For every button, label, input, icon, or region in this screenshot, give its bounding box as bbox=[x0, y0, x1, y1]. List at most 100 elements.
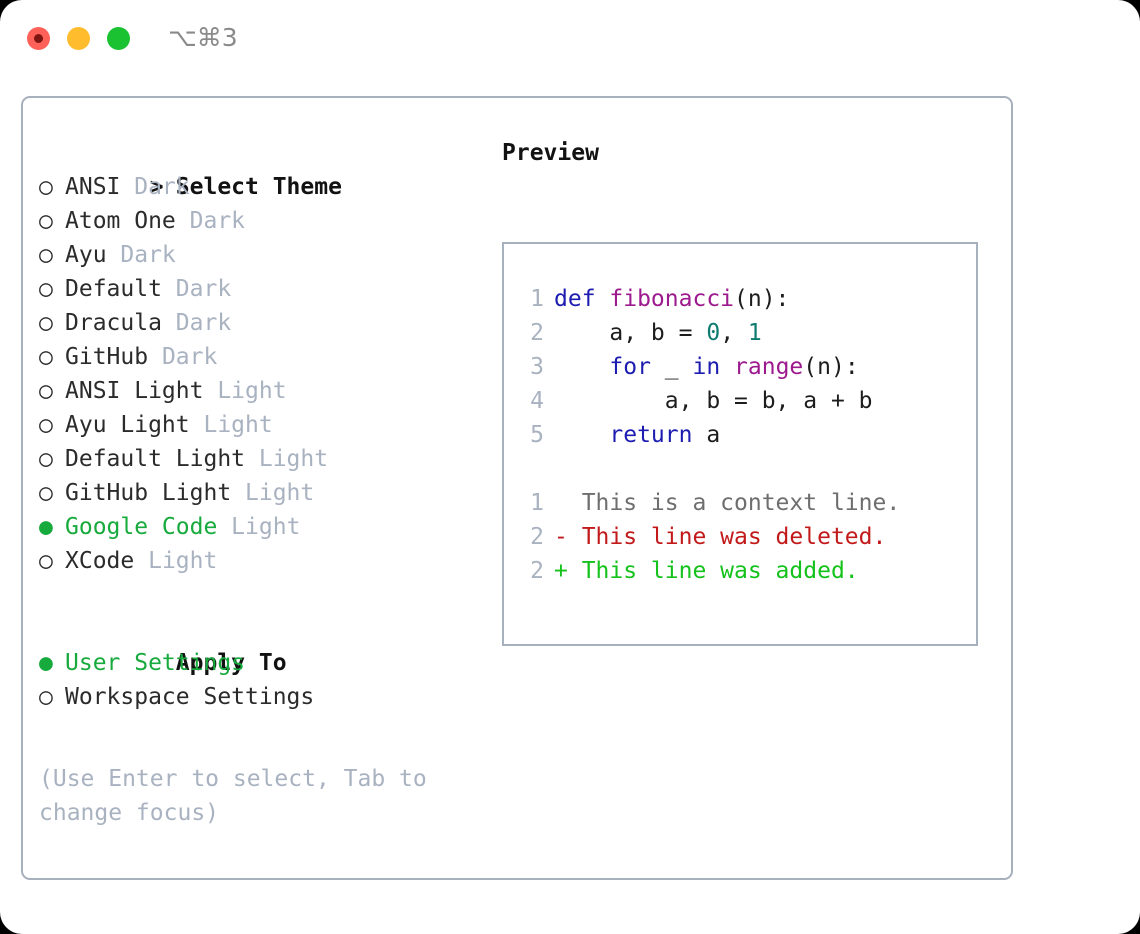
theme-option-ansi[interactable]: ○ ANSI Dark bbox=[39, 170, 494, 204]
apply-to-option-user-settings[interactable]: ● User Settings bbox=[39, 646, 494, 680]
line-number: 2 bbox=[530, 524, 544, 550]
radio-unselected-icon: ○ bbox=[39, 378, 67, 404]
theme-option-label: ANSI Light bbox=[65, 378, 204, 404]
theme-variant-badge: Light bbox=[245, 446, 329, 472]
radio-unselected-icon: ○ bbox=[39, 548, 67, 574]
theme-option-label: Dracula bbox=[65, 310, 162, 336]
radio-unselected-icon: ○ bbox=[39, 242, 67, 268]
code-token: def bbox=[554, 286, 610, 312]
code-token: 0 bbox=[706, 320, 721, 346]
theme-variant-badge: Dark bbox=[161, 310, 232, 336]
title-bar: ⌥⌘3 bbox=[0, 0, 1140, 78]
theme-variant-badge: Light bbox=[134, 548, 218, 574]
theme-option-label: GitHub Light bbox=[65, 480, 232, 506]
line-number: 4 bbox=[530, 388, 544, 414]
theme-option-xcode[interactable]: ○ XCode Light bbox=[39, 544, 494, 578]
code-token: a, b = bbox=[554, 320, 707, 346]
theme-option-label: GitHub bbox=[65, 344, 149, 370]
preview-title: Preview bbox=[502, 140, 599, 166]
theme-option-dracula[interactable]: ○ Dracula Dark bbox=[39, 306, 494, 340]
code-token: (n): bbox=[803, 354, 859, 380]
theme-option-label: Ayu bbox=[65, 242, 107, 268]
keyboard-shortcut-label: ⌥⌘3 bbox=[168, 23, 238, 52]
radio-unselected-icon: ○ bbox=[39, 174, 67, 200]
apply-to-option-label: User Settings bbox=[65, 650, 246, 676]
theme-option-default-light[interactable]: ○ Default Light Light bbox=[39, 442, 494, 476]
theme-option-label: Default bbox=[65, 276, 162, 302]
theme-option-github-light[interactable]: ○ GitHub Light Light bbox=[39, 476, 494, 510]
code-token: , bbox=[720, 320, 748, 346]
code-token: 1 bbox=[747, 320, 762, 346]
theme-option-atom-one[interactable]: ○ Atom One Dark bbox=[39, 204, 494, 238]
maximize-button[interactable] bbox=[107, 27, 130, 50]
code-token: in bbox=[692, 354, 735, 380]
prompt-caret-icon: > bbox=[149, 174, 178, 200]
code-token: for bbox=[554, 354, 665, 380]
theme-option-label: ANSI bbox=[65, 174, 121, 200]
theme-variant-badge: Light bbox=[203, 378, 287, 404]
code-gap bbox=[518, 452, 970, 486]
theme-option-github[interactable]: ○ GitHub Dark bbox=[39, 340, 494, 374]
radio-unselected-icon: ○ bbox=[39, 344, 67, 370]
line-number: 2 bbox=[530, 558, 544, 584]
apply-to-option-label: Workspace Settings bbox=[65, 684, 315, 710]
line-number: 2 bbox=[530, 320, 544, 346]
radio-unselected-icon: ○ bbox=[39, 684, 67, 710]
apply-to-header: Apply To bbox=[39, 612, 494, 676]
diff-line-add: 2 + This line was added. bbox=[518, 554, 970, 588]
code-token: a bbox=[706, 422, 721, 448]
theme-variant-badge: Light bbox=[231, 480, 315, 506]
code-line: 2 a, b = 0, 1 bbox=[518, 316, 970, 350]
theme-option-label: Google Code bbox=[65, 514, 218, 540]
theme-option-label: Atom One bbox=[65, 208, 176, 234]
line-number: 3 bbox=[530, 354, 544, 380]
code-token: a, b = b, a + b bbox=[554, 388, 873, 414]
theme-variant-badge: Dark bbox=[175, 208, 246, 234]
theme-option-label: Default Light bbox=[65, 446, 246, 472]
theme-option-ayu-light[interactable]: ○ Ayu Light Light bbox=[39, 408, 494, 442]
theme-option-google-code[interactable]: ● Google Code Light bbox=[39, 510, 494, 544]
diff-line-text: This is a context line. bbox=[554, 490, 901, 516]
radio-unselected-icon: ○ bbox=[39, 310, 67, 336]
theme-option-ayu[interactable]: ○ Ayu Dark bbox=[39, 238, 494, 272]
diff-line-text: + This line was added. bbox=[554, 558, 859, 584]
theme-option-label: Ayu Light bbox=[65, 412, 190, 438]
line-number: 1 bbox=[530, 286, 544, 312]
diff-line-text: - This line was deleted. bbox=[554, 524, 887, 550]
line-number: 5 bbox=[530, 422, 544, 448]
apply-to-option-workspace-settings[interactable]: ○ Workspace Settings bbox=[39, 680, 494, 714]
radio-unselected-icon: ○ bbox=[39, 412, 67, 438]
theme-variant-badge: Light bbox=[189, 412, 273, 438]
theme-list: ○ ANSI Dark○ Atom One Dark○ Ayu Dark○ De… bbox=[39, 170, 494, 578]
theme-option-label: XCode bbox=[65, 548, 135, 574]
radio-selected-icon: ● bbox=[39, 650, 67, 676]
code-line: 5 return a bbox=[518, 418, 970, 452]
diff-lines: 1 This is a context line.2- This line wa… bbox=[518, 486, 970, 588]
list-spacer bbox=[39, 578, 494, 612]
apply-to-list: ● User Settings○ Workspace Settings bbox=[39, 646, 494, 714]
theme-picker-header-label: Select Theme bbox=[175, 174, 342, 200]
minimize-button[interactable] bbox=[67, 27, 90, 50]
theme-picker-column: > Select Theme ○ ANSI Dark○ Atom One Dar… bbox=[39, 136, 494, 714]
theme-option-ansi-light[interactable]: ○ ANSI Light Light bbox=[39, 374, 494, 408]
code-token: range bbox=[734, 354, 804, 380]
theme-option-default[interactable]: ○ Default Dark bbox=[39, 272, 494, 306]
code-token: return bbox=[554, 422, 707, 448]
diff-line-del: 2 - This line was deleted. bbox=[518, 520, 970, 554]
code-line: 4 a, b = b, a + b bbox=[518, 384, 970, 418]
theme-variant-badge: Light bbox=[217, 514, 301, 540]
theme-variant-badge: Dark bbox=[120, 174, 190, 200]
preview-column: Preview 1 def fibonacci (n): 2 a, b = 0, 1 3… bbox=[502, 136, 992, 646]
dialog-panel: > Select Theme ○ ANSI Dark○ Atom One Dar… bbox=[21, 96, 1013, 880]
radio-unselected-icon: ○ bbox=[39, 276, 67, 302]
code-token: fibonacci bbox=[609, 286, 735, 312]
theme-variant-badge: Dark bbox=[148, 344, 218, 370]
radio-unselected-icon: ○ bbox=[39, 446, 67, 472]
theme-variant-badge: Dark bbox=[161, 276, 232, 302]
radio-selected-icon: ● bbox=[39, 514, 67, 540]
radio-unselected-icon: ○ bbox=[39, 208, 67, 234]
